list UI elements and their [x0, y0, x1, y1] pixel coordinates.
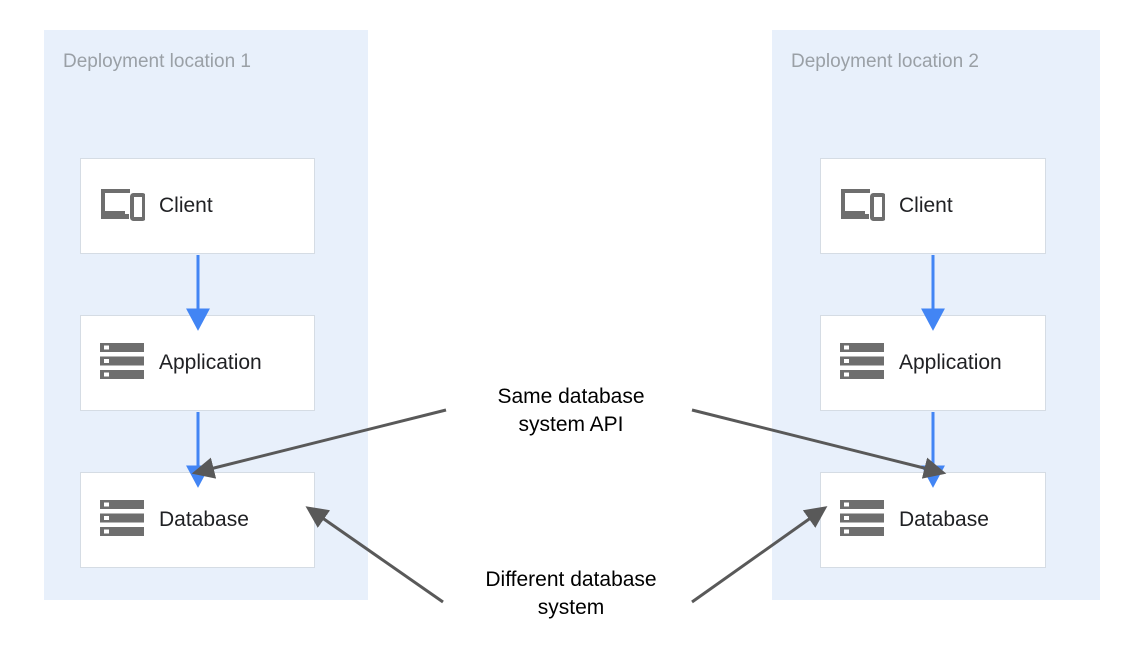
node-client-2-label: Client [899, 194, 953, 217]
node-application-2-label: Application [899, 351, 1002, 374]
node-client-2[interactable]: Client [820, 158, 1046, 254]
node-database-1-label: Database [159, 508, 249, 531]
server-rack-icon [839, 342, 885, 385]
devices-icon [839, 187, 886, 226]
annotation-different-database-system: Different database system [485, 568, 657, 619]
node-application-1-label: Application [159, 351, 262, 374]
zone-1-label: Deployment location 1 [63, 51, 251, 72]
node-database-2[interactable]: Database [820, 472, 1046, 568]
devices-icon [99, 187, 146, 226]
server-rack-icon [99, 499, 145, 542]
server-rack-icon [99, 342, 145, 385]
node-client-1[interactable]: Client [80, 158, 315, 254]
node-database-2-label: Database [899, 508, 989, 531]
zone-2-label: Deployment location 2 [791, 51, 979, 72]
annotation-same-database-system-api: Same database system API [497, 385, 645, 436]
node-client-1-label: Client [159, 194, 213, 217]
node-database-1[interactable]: Database [80, 472, 315, 568]
server-rack-icon [839, 499, 885, 542]
node-application-2[interactable]: Application [820, 315, 1046, 411]
node-application-1[interactable]: Application [80, 315, 315, 411]
